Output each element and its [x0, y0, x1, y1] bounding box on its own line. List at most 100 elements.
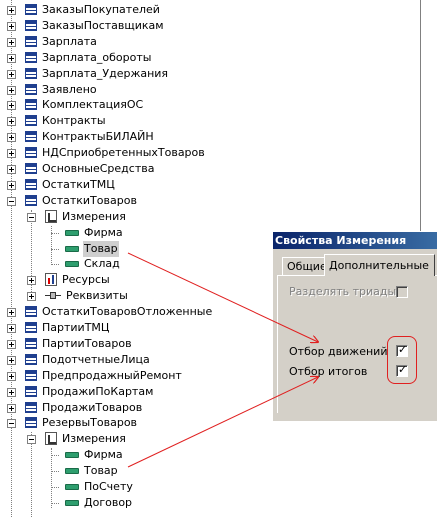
tree-item-label[interactable]: ОсновныеСредства: [42, 162, 155, 175]
expand-plus-icon[interactable]: [27, 292, 36, 302]
tree-row[interactable]: Зарплата_Удержания: [0, 66, 437, 82]
field-icon: [65, 484, 79, 490]
tree-row[interactable]: ЗаказыПоставщикам: [0, 18, 437, 34]
collapse-minus-icon[interactable]: [7, 196, 16, 206]
tree-item-label[interactable]: ПоСчету: [84, 480, 133, 493]
tree-row[interactable]: КомплектацияОС: [0, 97, 437, 113]
tree-item-label[interactable]: ПодотчетныеЛица: [42, 352, 150, 366]
tree-row[interactable]: Фирма: [0, 225, 437, 241]
tree-row[interactable]: Товар: [0, 240, 437, 257]
tree-item-label[interactable]: Товар: [83, 240, 119, 257]
expand-plus-icon[interactable]: [7, 53, 16, 63]
tree-row[interactable]: Склад: [0, 256, 437, 272]
tree-item-label[interactable]: Контракты: [42, 114, 106, 128]
expand-plus-icon[interactable]: [7, 117, 16, 127]
tree-item-label[interactable]: ПродажиТоваров: [42, 400, 143, 414]
tree-item-label[interactable]: Зарплата_Удержания: [42, 66, 169, 80]
tree-row[interactable]: КонтрактыБИЛАЙН: [0, 129, 437, 145]
tree-item-label[interactable]: ОстаткиТМЦ: [42, 177, 115, 191]
tree-item-label[interactable]: ПродажиПоКартам: [42, 384, 154, 398]
tree-item-label[interactable]: Товар: [84, 464, 118, 478]
expand-plus-icon[interactable]: [7, 133, 16, 143]
tree-row[interactable]: Товар: [0, 463, 437, 479]
tree-row[interactable]: Договор: [0, 495, 437, 511]
tree-item-label[interactable]: ЗаказыПокупателей: [42, 3, 160, 16]
expand-plus-icon[interactable]: [7, 165, 16, 174]
collapse-minus-icon[interactable]: [27, 212, 36, 222]
expand-plus-icon[interactable]: [7, 149, 16, 159]
tree-item-label[interactable]: Измерения: [62, 209, 126, 223]
expand-plus-icon[interactable]: [7, 85, 16, 95]
expand-plus-icon[interactable]: [7, 37, 16, 47]
split-triads-checkbox[interactable]: [396, 286, 408, 298]
tree-row[interactable]: ПоСчету: [0, 479, 437, 495]
tree-row[interactable]: Измерения: [0, 209, 437, 225]
expand-plus-icon[interactable]: [7, 180, 16, 190]
expand-plus-icon[interactable]: [7, 339, 16, 349]
tree-item-label[interactable]: Измерения: [62, 432, 126, 446]
tree-item-label[interactable]: ПредпродажныйРемонт: [42, 368, 182, 382]
tree-item-label[interactable]: ПартииТМЦ: [42, 321, 110, 334]
tab-general[interactable]: Общие: [282, 257, 327, 275]
tree-row[interactable]: Ресурсы: [0, 272, 437, 288]
tree-connector: [51, 502, 59, 504]
expand-plus-icon[interactable]: [7, 101, 16, 111]
tree-row[interactable]: ПродажиТоваров: [0, 400, 437, 416]
tree-row[interactable]: Заявлено: [0, 82, 437, 98]
tree-row[interactable]: Зарплата_обороты: [0, 50, 437, 66]
tree-row[interactable]: ОсновныеСредства: [0, 161, 437, 177]
expand-plus-icon[interactable]: [7, 403, 16, 413]
tree-row[interactable]: ОстаткиТоваров: [0, 193, 437, 209]
tree-item-label[interactable]: Зарплата_обороты: [42, 50, 152, 64]
dialog-titlebar[interactable]: Свойства Измерения: [273, 232, 437, 249]
tree-connector-vertical: [31, 210, 32, 300]
table-icon: [25, 83, 37, 95]
tree-row[interactable]: НДСприобретенныхТоваров: [0, 145, 437, 161]
expand-plus-icon[interactable]: [7, 371, 16, 381]
tree-item-label[interactable]: ОстаткиТоваров: [42, 193, 137, 207]
tree-item-label[interactable]: ПартииТоваров: [42, 336, 132, 350]
expand-plus-icon[interactable]: [7, 21, 16, 31]
tree-row[interactable]: ПартииТМЦ: [0, 320, 437, 336]
tree-item-label[interactable]: КомплектацияОС: [42, 98, 144, 112]
tree-item-label[interactable]: КонтрактыБИЛАЙН: [42, 130, 154, 144]
tree-row[interactable]: ЗаказыПокупателей: [0, 2, 437, 18]
tree-row[interactable]: ПартииТоваров: [0, 336, 437, 352]
expand-plus-icon[interactable]: [7, 355, 16, 365]
collapse-minus-icon[interactable]: [7, 419, 16, 429]
tree-row[interactable]: Контракты: [0, 113, 437, 129]
tree-item-label[interactable]: Фирма: [84, 448, 123, 462]
tree-row[interactable]: ПодотчетныеЛица: [0, 352, 437, 368]
tree-row[interactable]: Реквизиты: [0, 288, 437, 304]
filter-totals-checkbox[interactable]: ✓: [396, 364, 408, 377]
tree-item-label[interactable]: НДСприобретенныхТоваров: [42, 146, 205, 160]
expand-plus-icon[interactable]: [7, 69, 16, 79]
tree-item-label[interactable]: Склад: [84, 257, 120, 271]
tree-row[interactable]: Зарплата: [0, 34, 437, 50]
expand-plus-icon[interactable]: [7, 308, 16, 318]
collapse-minus-icon[interactable]: [27, 435, 36, 445]
tree-item-label[interactable]: Договор: [84, 495, 133, 509]
expand-plus-icon[interactable]: [7, 6, 16, 15]
filter-movements-checkbox[interactable]: ✓: [396, 344, 408, 357]
tree-item-label[interactable]: Фирма: [84, 225, 123, 239]
tree-item-label[interactable]: Зарплата: [42, 34, 97, 48]
table-icon: [25, 322, 37, 333]
tree-item-label[interactable]: Заявлено: [42, 82, 97, 96]
tree-row[interactable]: Измерения: [0, 431, 437, 447]
tab-additional[interactable]: Дополнительные: [324, 254, 435, 276]
tree-item-label[interactable]: РезервыТоваров: [42, 416, 138, 430]
tree-row[interactable]: ПредпродажныйРемонт: [0, 368, 437, 384]
expand-plus-icon[interactable]: [7, 324, 16, 333]
tree-item-label[interactable]: ОстаткиТоваровОтложенные: [42, 305, 213, 319]
tree-row[interactable]: ОстаткиТМЦ: [0, 177, 437, 193]
tree-row[interactable]: ПродажиПоКартам: [0, 384, 437, 400]
tree-row[interactable]: Фирма: [0, 447, 437, 463]
tree-item-label[interactable]: Реквизиты: [66, 289, 128, 303]
expand-plus-icon[interactable]: [27, 276, 36, 286]
tree-item-label[interactable]: Ресурсы: [62, 273, 110, 287]
tree-item-label[interactable]: ЗаказыПоставщикам: [42, 18, 164, 32]
tree-row[interactable]: РезервыТоваров: [0, 415, 437, 431]
expand-plus-icon[interactable]: [7, 387, 16, 397]
